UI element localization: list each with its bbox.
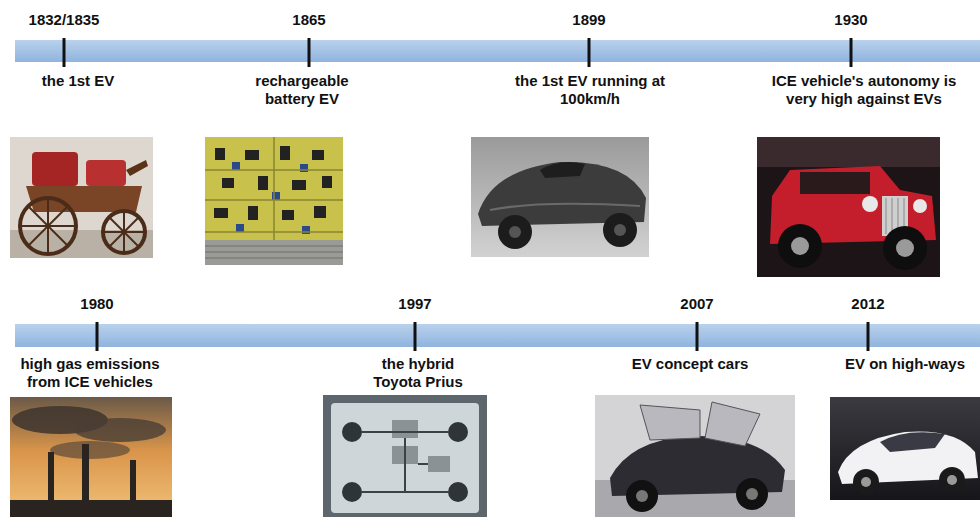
caption-label: high gas emissions from ICE vehicles	[5, 355, 175, 391]
year-label: 1899	[534, 11, 644, 29]
year-label: 1865	[254, 11, 364, 29]
caption-label: rechargeable battery EV	[242, 72, 362, 108]
year-label: 1997	[360, 295, 470, 313]
race-car-photo	[471, 137, 649, 257]
prius-screen-photo	[323, 395, 487, 517]
caption-label: the hybrid Toyota Prius	[363, 355, 473, 391]
year-label: 1832/1835	[9, 11, 119, 29]
year-label: 1930	[796, 11, 906, 29]
tick-mark	[64, 38, 868, 351]
caption-label: EV on high-ways	[835, 355, 975, 373]
caption-label: ICE vehicle's autonomy is very high agai…	[757, 72, 972, 108]
caption-label: the 1st EV	[8, 72, 148, 90]
caption-label: EV concept cars	[610, 355, 770, 373]
year-label: 1980	[42, 295, 152, 313]
concept-car-photo	[595, 395, 795, 517]
vintage-car-photo	[757, 137, 940, 277]
battery-photo	[205, 137, 343, 265]
emissions-photo	[10, 397, 172, 517]
year-label: 2007	[642, 295, 752, 313]
timeline-bar	[15, 40, 980, 347]
year-label: 2012	[813, 295, 923, 313]
caption-label: the 1st EV running at 100km/h	[510, 72, 670, 108]
carriage-photo	[10, 137, 153, 258]
sports-car-photo	[830, 397, 980, 500]
